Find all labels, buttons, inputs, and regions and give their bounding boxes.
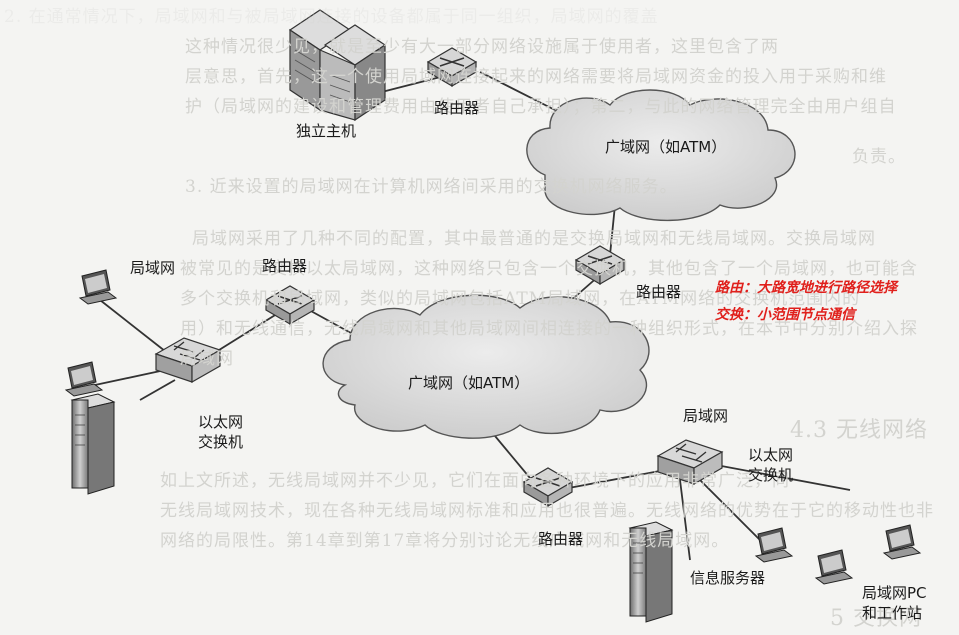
bg-line-2: 这种情况很少见，就是至少有大一部分网络设施属于使用者，这里包含了两 xyxy=(185,37,779,57)
router-mid-label: 路由器 xyxy=(636,283,682,301)
bg-line-13: 如上文所述，无线局域网并不少见，它们在面向各种环境下的应用非常广泛，同 xyxy=(160,471,790,491)
router-top-label: 路由器 xyxy=(434,99,480,117)
ethernet-switch-right-label-1: 以太网 xyxy=(748,446,794,464)
lan-pc-label-1: 局域网PC xyxy=(862,584,927,602)
bg-line-1: 2. 在通常情况下，局域网和与被局域网连接的设备都属于同一组织，局域网的覆盖 xyxy=(4,7,659,27)
bg-line-11: 局域网 xyxy=(180,349,234,369)
info-server-icon xyxy=(628,521,674,623)
server-left-icon xyxy=(70,393,116,495)
bg-line-16: 5 交换网 xyxy=(830,606,922,631)
pc-left-mid-icon xyxy=(64,361,104,397)
pc-right-2-icon xyxy=(814,549,854,585)
lan-pc-label-2: 和工作站 xyxy=(862,604,923,622)
pc-right-1-icon xyxy=(754,527,794,563)
router-top-icon xyxy=(426,47,478,88)
pc-left-top-icon xyxy=(78,269,118,305)
bg-line-3: 层意思，首先，这一个使用局域网连接起来的网络需要将局域网资金的投入用于采购和维 xyxy=(185,67,887,87)
lan-left-label: 局域网 xyxy=(130,259,176,277)
standalone-host-icon xyxy=(288,9,387,122)
ethernet-switch-left-icon xyxy=(154,337,222,384)
router-mid-icon xyxy=(574,245,626,286)
ethernet-switch-left-label-2: 交换机 xyxy=(198,433,244,451)
bg-line-12: 4.3 无线网络 xyxy=(790,418,928,443)
bg-line-7: 局域网采用了几种不同的配置，其中最普通的是交换局域网和无线局域网。交换局域网 xyxy=(192,229,876,249)
wan-bottom-label: 广域网（如ATM） xyxy=(408,374,530,392)
info-server-label: 信息服务器 xyxy=(690,569,766,587)
router-bottom-label: 路由器 xyxy=(538,530,584,548)
bg-line-5: 负责。 xyxy=(852,147,906,167)
router-bottom-icon xyxy=(522,467,574,508)
bg-line-15: 网络的局限性。第14章到第17章将分别讨论无线广域网和无线局域网。 xyxy=(160,531,730,551)
bg-line-4: 护（局域网的建设和管理费用由使用者自己承担）；第二，与此的网络管理完全由用户组自 xyxy=(185,97,897,117)
router-left-label: 路由器 xyxy=(262,257,308,275)
ethernet-switch-left-label-1: 以太网 xyxy=(198,413,244,431)
annotation-routing: 路由：大路宽地进行路径选择 xyxy=(715,280,897,296)
bg-line-10: 用）和无线通信，无线局域网和其他局域网间相连接的一种组织形式，在本节中分别介绍入… xyxy=(180,319,918,339)
annotation-switching: 交换：小范围节点通信 xyxy=(715,307,855,323)
bg-line-8: 被常见的是交换以太局域网，这种网络只包含一个交换机，其他包含了一个局域网，也可能… xyxy=(180,259,918,279)
wan-cloud-top xyxy=(526,89,796,222)
ethernet-switch-right-label-2: 交换机 xyxy=(748,466,794,484)
wan-top-label: 广域网（如ATM） xyxy=(605,138,727,156)
bg-line-14: 无线局域网技术，现在各种无线局域网标准和应用也很普遍。无线网络的优势在于它的移动… xyxy=(160,501,934,521)
wan-cloud-bottom xyxy=(322,294,650,439)
pc-right-3-icon xyxy=(882,524,922,560)
bg-line-9: 多个交换机和局域网，类似的局域网包括ATM局域网，在ATM网络的交换机范围内的 xyxy=(180,289,861,309)
lan-right-label: 局域网 xyxy=(683,407,729,425)
router-left-icon xyxy=(264,285,316,326)
standalone-host-label: 独立主机 xyxy=(296,122,357,140)
bg-line-6: 3. 近来设置的局域网在计算机网络间采用的交换机网络服务。 xyxy=(185,177,678,197)
ethernet-switch-right-icon xyxy=(656,439,724,486)
